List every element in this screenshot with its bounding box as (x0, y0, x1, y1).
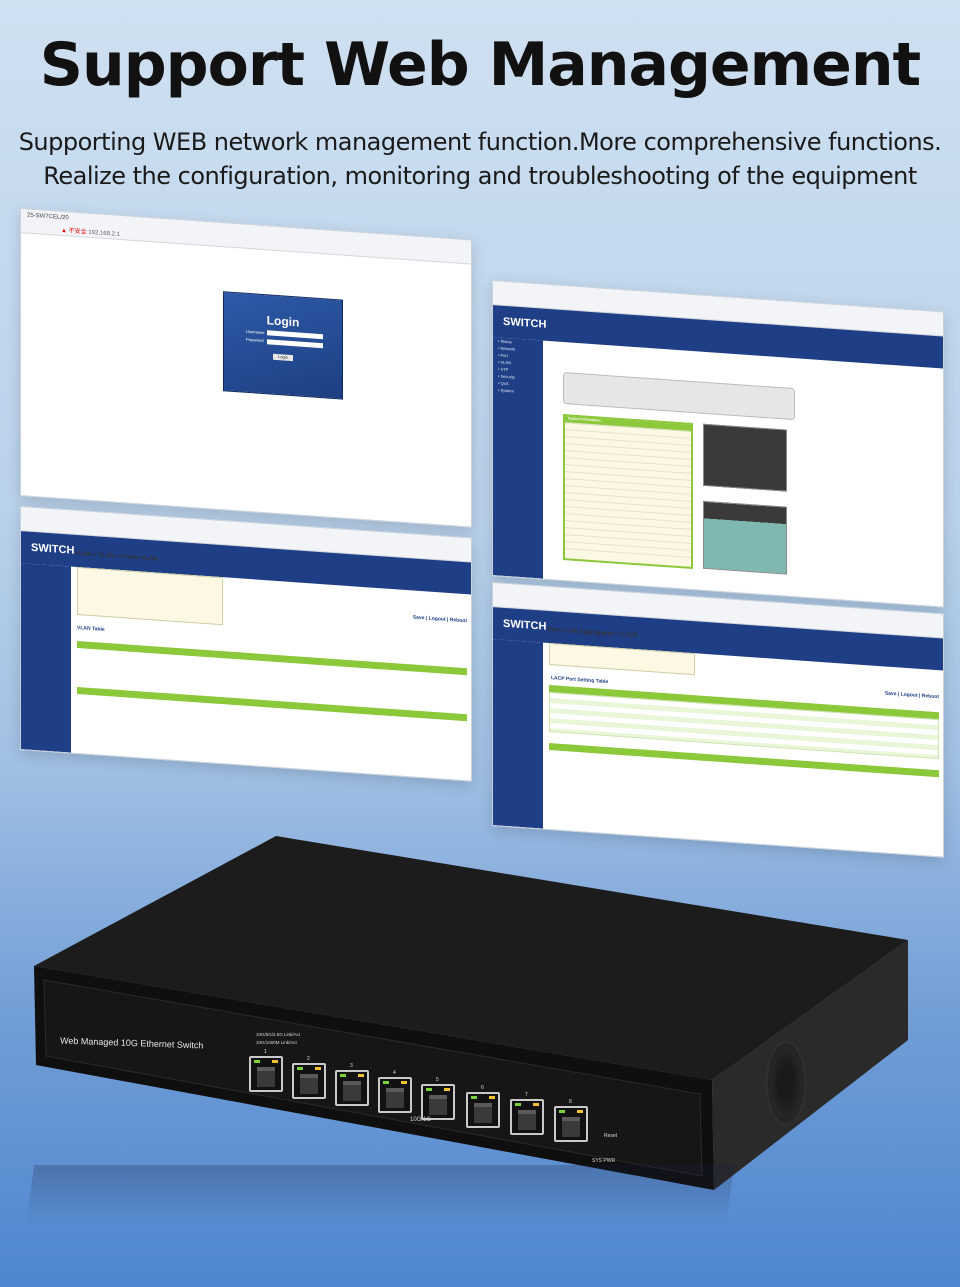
speed-label: 10G/1G (410, 1117, 432, 1123)
act-led (315, 1067, 321, 1070)
act-led (489, 1096, 495, 1099)
port-1[interactable] (249, 1056, 283, 1092)
port-number: 2 (307, 1056, 310, 1062)
port-4[interactable] (378, 1077, 412, 1113)
act-led (577, 1110, 583, 1113)
page-subtitle-line-1: Supporting WEB network management functi… (18, 128, 942, 156)
switch-top-face (34, 836, 908, 1080)
port-7[interactable] (510, 1099, 544, 1135)
sys-pwr-label: SYS PWR (592, 1158, 616, 1164)
port-number: 3 (350, 1063, 353, 1069)
page-subtitle-line-2: Realize the configuration, monitoring an… (43, 162, 917, 190)
act-led (444, 1088, 450, 1091)
port-number: 5 (436, 1077, 439, 1083)
port-5[interactable] (421, 1084, 455, 1120)
link-led (471, 1096, 477, 1099)
link-led (254, 1060, 260, 1063)
switch-side-face (712, 940, 908, 1190)
link-led (297, 1067, 303, 1070)
port-number: 1 (264, 1049, 267, 1055)
port-number: 7 (525, 1092, 528, 1098)
port-8[interactable] (554, 1106, 588, 1142)
act-led (533, 1103, 539, 1106)
port-number: 4 (393, 1070, 396, 1076)
link-led (559, 1110, 565, 1113)
floor-reflection (25, 1165, 735, 1225)
act-led (272, 1060, 278, 1063)
port-number: 8 (569, 1099, 572, 1105)
link-led (515, 1103, 521, 1106)
fan-vent-icon (765, 1040, 807, 1126)
link-led (383, 1081, 389, 1084)
led-legend-2: 10G/1000M Link/Act (256, 1040, 297, 1045)
link-led (340, 1074, 346, 1077)
port-number: 6 (481, 1085, 484, 1091)
port-3[interactable] (335, 1070, 369, 1106)
link-led (426, 1088, 432, 1091)
act-led (401, 1081, 407, 1084)
reset-label: Reset (604, 1133, 618, 1139)
port-2[interactable] (292, 1063, 326, 1099)
act-led (358, 1074, 364, 1077)
page-headline: Support Web Management (39, 30, 921, 100)
led-legend-1: 10G/5G/2.5G Link/Act (256, 1032, 301, 1037)
port-6[interactable] (466, 1092, 500, 1128)
